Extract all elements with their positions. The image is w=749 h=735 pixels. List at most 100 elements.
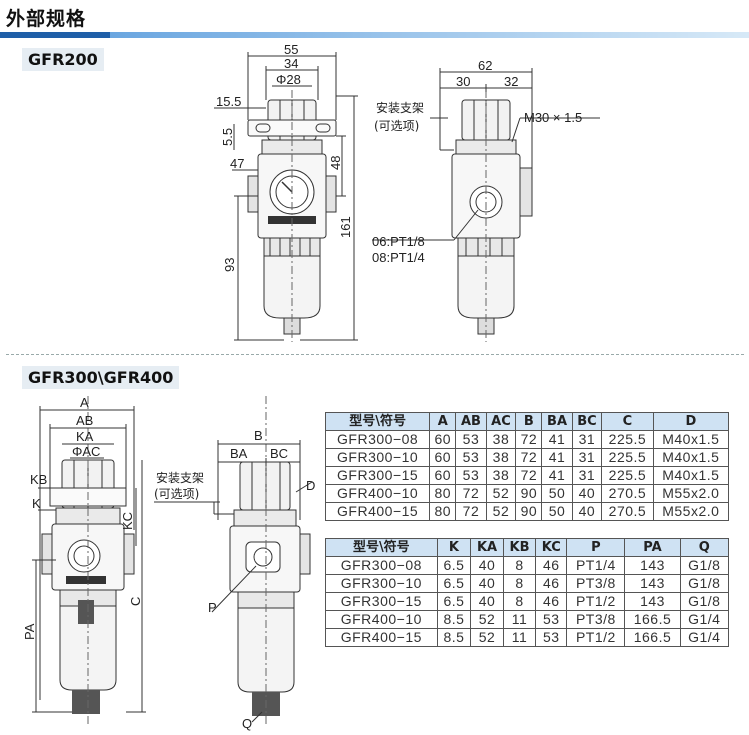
header-cell: Q bbox=[679, 538, 730, 557]
table-cell: 53 bbox=[455, 466, 487, 485]
table-cell: 270.5 bbox=[601, 502, 654, 521]
table-cell: 6.5 bbox=[436, 556, 472, 575]
table-cell: 8 bbox=[502, 556, 537, 575]
table-cell: 143 bbox=[624, 556, 681, 575]
table-cell: M40x1.5 bbox=[652, 448, 730, 467]
table-cell: 8 bbox=[502, 592, 537, 611]
table-cell: 50 bbox=[541, 484, 573, 503]
table-cell: 90 bbox=[515, 502, 543, 521]
dim-AC: ΦAC bbox=[72, 444, 100, 459]
dim-34: 34 bbox=[284, 56, 298, 71]
table-cell: 52 bbox=[485, 484, 517, 503]
table-cell: G1/4 bbox=[679, 610, 730, 629]
header-cell: K bbox=[436, 538, 472, 557]
dim-D: D bbox=[306, 478, 315, 493]
dim-C: C bbox=[128, 597, 143, 606]
table-cell: 38 bbox=[485, 448, 517, 467]
gfr300-400-front-view bbox=[32, 396, 146, 724]
table-cell: 40 bbox=[470, 556, 504, 575]
optional-label: (可选项) bbox=[374, 119, 419, 133]
table-cell: 40 bbox=[571, 502, 603, 521]
section-label-gfr200: GFR200 bbox=[22, 48, 104, 71]
table-cell: 225.5 bbox=[601, 448, 654, 467]
dim-5-5: 5.5 bbox=[220, 128, 235, 146]
dim-30: 30 bbox=[456, 74, 470, 89]
table-cell: 6.5 bbox=[436, 592, 472, 611]
table-cell: GFR400−15 bbox=[325, 628, 438, 647]
dim-AB: AB bbox=[76, 413, 93, 428]
header-cell: 型号\符号 bbox=[324, 412, 431, 431]
table-cell: 40 bbox=[470, 592, 504, 611]
table-cell: 72 bbox=[455, 484, 487, 503]
dim-B: B bbox=[254, 428, 263, 443]
table-cell: 38 bbox=[485, 466, 517, 485]
table-cell: 60 bbox=[429, 466, 457, 485]
table-cell: 143 bbox=[624, 592, 681, 611]
table-cell: G1/8 bbox=[679, 592, 730, 611]
bracket-label: 安装支架 bbox=[376, 100, 424, 115]
table-cell: 46 bbox=[535, 592, 568, 611]
header-cell: C bbox=[601, 412, 654, 431]
table-cell: 80 bbox=[429, 484, 457, 503]
page-title: 外部规格 bbox=[6, 8, 87, 30]
table-cell: GFR300−08 bbox=[325, 556, 438, 575]
table-cell: GFR400−10 bbox=[325, 610, 438, 629]
table-cell: 38 bbox=[485, 430, 517, 449]
table-cell: M55x2.0 bbox=[652, 484, 730, 503]
table-cell: PT1/2 bbox=[566, 628, 626, 647]
dim-15-5: 15.5 bbox=[216, 94, 241, 109]
dim-KB: KB bbox=[30, 472, 47, 487]
table-cell: 50 bbox=[541, 502, 573, 521]
header-cell: AB bbox=[455, 412, 487, 431]
table-cell: 143 bbox=[624, 574, 681, 593]
table-cell: GFR300−10 bbox=[324, 448, 431, 467]
port-size-06: 06:PT1/8 bbox=[372, 234, 425, 249]
dim-A: A bbox=[80, 395, 89, 410]
dim-161: 161 bbox=[338, 216, 353, 238]
optional-label-2: (可选项) bbox=[154, 487, 199, 501]
table-cell: 53 bbox=[535, 610, 568, 629]
section-label-gfr300-400: GFR300\GFR400 bbox=[22, 366, 180, 389]
table-cell: 52 bbox=[485, 502, 517, 521]
table-cell: 46 bbox=[535, 556, 568, 575]
header-cell: 型号\符号 bbox=[325, 538, 438, 557]
table-cell: M40x1.5 bbox=[652, 430, 730, 449]
table-cell: 11 bbox=[502, 610, 537, 629]
table-cell: G1/8 bbox=[679, 574, 730, 593]
table-cell: 53 bbox=[455, 448, 487, 467]
table-cell: G1/4 bbox=[679, 628, 730, 647]
dim-55: 55 bbox=[284, 42, 298, 57]
header-cell: BC bbox=[571, 412, 603, 431]
table-cell: PT3/8 bbox=[566, 610, 626, 629]
table-cell: 8 bbox=[502, 574, 537, 593]
table-cell: 72 bbox=[515, 448, 543, 467]
table-cell: 8.5 bbox=[436, 628, 472, 647]
header-cell: B bbox=[515, 412, 543, 431]
table-cell: GFR400−15 bbox=[324, 502, 431, 521]
table-cell: 31 bbox=[571, 430, 603, 449]
table-cell: 80 bbox=[429, 502, 457, 521]
table-cell: GFR300−15 bbox=[324, 466, 431, 485]
table-cell: 41 bbox=[541, 466, 573, 485]
table-cell: 72 bbox=[515, 466, 543, 485]
table-cell: PT1/2 bbox=[566, 592, 626, 611]
section-divider bbox=[6, 354, 744, 355]
table-cell: 166.5 bbox=[624, 628, 681, 647]
table-cell: 41 bbox=[541, 448, 573, 467]
table-cell: 8.5 bbox=[436, 610, 472, 629]
thread-m30: M30 × 1.5 bbox=[524, 110, 582, 125]
header-cell: KC bbox=[535, 538, 568, 557]
gfr200-front-view bbox=[214, 52, 358, 342]
title-underline bbox=[0, 32, 749, 38]
dim-Q: Q bbox=[242, 716, 252, 731]
table-cell: PT1/4 bbox=[566, 556, 626, 575]
